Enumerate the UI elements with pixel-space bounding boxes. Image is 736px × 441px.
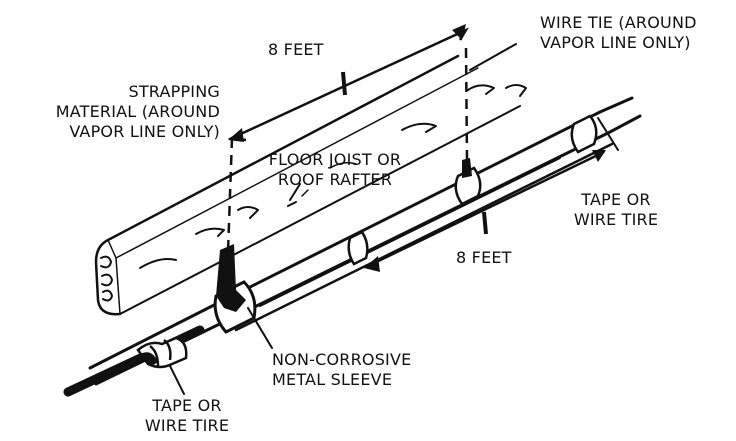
leader-lines (169, 43, 619, 395)
sleeve-label-line-1: NON-CORROSIVE (272, 350, 412, 369)
strapping-label-line-2: MATERIAL (AROUND (55, 102, 220, 121)
floor-joist-beam (94, 54, 527, 316)
arrowhead-top-left (228, 128, 244, 142)
tape-label-bottom: TAPE OR WIRE TIRE (132, 396, 242, 436)
wire-tie-strap (462, 158, 472, 178)
tape-band-bottom-fill (140, 352, 158, 366)
sleeve-label-line-2: METAL SLEEVE (272, 370, 393, 389)
tape-label-right: TAPE OR WIRE TIRE (556, 190, 676, 230)
wire-tie-band (454, 166, 482, 206)
floor-joist-label-line-1: FLOOR JOIST OR (268, 150, 402, 169)
sleeve-strap-fill (216, 244, 246, 312)
dimension-label-top: 8 FEET (268, 40, 324, 59)
tape-right-label-line-2: WIRE TIRE (573, 210, 659, 229)
tape-band-middle (347, 230, 369, 266)
tape-right-label-line-1: TAPE OR (581, 190, 651, 209)
strapping-label-line-3: VAPOR LINE ONLY) (69, 122, 220, 141)
tape-bottom-label-line-2: WIRE TIRE (144, 416, 230, 435)
wire-tie-label-line-2: VAPOR LINE ONLY) (540, 33, 691, 52)
dimension-label-bottom: 8 FEET (456, 248, 512, 267)
floor-joist-label: FLOOR JOIST OR ROOF RAFTER (250, 150, 420, 190)
metal-sleeve-label: NON-CORROSIVE METAL SLEEVE (272, 350, 411, 390)
arrowhead-top-right (452, 24, 466, 40)
dimension-arrow-bottom (367, 150, 605, 268)
tape-band-right (570, 114, 598, 154)
wire-tie-label: WIRE TIE (AROUND VAPOR LINE ONLY) (540, 13, 697, 53)
arrowhead-bottom-right (592, 150, 606, 162)
wire-tie-label-line-1: WIRE TIE (AROUND (540, 13, 697, 32)
reference-dashed-lines (226, 47, 469, 253)
strapping-material-label: STRAPPING MATERIAL (AROUND VAPOR LINE ON… (4, 82, 220, 142)
strapping-label-line-1: STRAPPING (128, 82, 220, 101)
floor-joist-label-line-2: ROOF RAFTER (277, 170, 393, 189)
tape-bottom-label-line-1: TAPE OR (152, 396, 222, 415)
arrowhead-bottom-left (364, 256, 380, 272)
